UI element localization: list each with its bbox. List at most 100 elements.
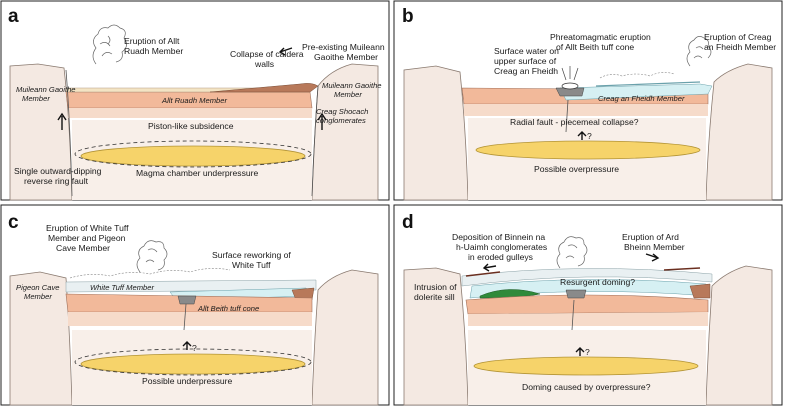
panel-d-gulley-left [465,271,501,277]
panel-c-pressure-arrow [182,341,192,350]
panel-a-allt-ruadh-label: Allt Ruadh Member [161,96,227,105]
panel-b-phreatomagmatic-jets [561,66,579,81]
panel-a-muileann-right: Muileann Gaoithe [322,81,382,90]
svg-text:reverse ring fault: reverse ring fault [24,176,89,186]
svg-text:of Allt Beith tuff cone: of Allt Beith tuff cone [556,42,634,52]
panel-d-sill-label: Intrusion of [414,282,457,292]
svg-text:Ruadh Member: Ruadh Member [124,46,183,56]
panel-d-pressure-label: Doming caused by overpressure? [522,382,651,392]
svg-text:Cave Member: Cave Member [56,243,110,253]
panel-d-wall-right [705,265,773,406]
panel-c-fault [183,303,187,331]
panel-b-radial-fault [565,99,569,133]
panel-a-collapse-wedge [209,83,319,93]
panel-d-deposition-arrow [482,263,497,272]
panel-d-eruption-label: Eruption of Ard [622,232,679,242]
svg-text:Gaoithe Member: Gaoithe Member [314,52,378,62]
panel-c-question-mark: ? [192,343,197,353]
panel-a-eruption-label: Eruption of Allt [124,36,180,46]
panel-d-plume [556,236,588,269]
panel-a-plume [92,24,127,65]
panel-d-deposition-label: Deposition of Binnein na [452,232,545,242]
panel-b-phreato-label: Phreatomagmatic eruption [550,32,651,42]
panel-b-pressure-label: Possible overpressure [534,164,619,174]
panel-c-chamber-outline [74,348,312,376]
panel-a-creag-shocach: Creag Shocach [316,107,368,116]
panel-d-tuff-cone [565,289,587,299]
panel-b-surface-water [595,81,701,87]
panel-d-wedge [689,283,711,299]
panel-d-allt-ruadh-layer [465,294,709,315]
panel-a-lower-layer [68,108,312,118]
panel-c-pressure-label: Possible underpressure [142,376,233,386]
panel-c-eruption-label: Eruption of White Tuff [46,223,129,233]
panel-a-chamber-label: Magma chamber underpressure [136,168,259,178]
panel-d: d Deposition of Binnein na h-Uaimh congl… [393,204,783,406]
panel-b-pressure-arrow [577,131,587,140]
panel-c-white-tuff-label: White Tuff Member [90,283,154,292]
svg-text:Member: Member [24,292,52,301]
svg-text:Creag an Fheidh: Creag an Fheidh [494,66,558,76]
panel-c-wall-left [9,271,73,406]
panel-b-question-mark: ? [587,131,592,141]
panel-b-radial-label: Radial fault - piecemeal collapse? [510,117,639,127]
panel-a: a Eruption of Allt Ruadh Member Collapse… [0,0,390,201]
panel-c-letter: c [8,212,19,233]
panel-a-chamber-outline [74,140,312,168]
panel-d-eruption-arrow [645,253,660,262]
panel-a-subsidence-label: Piston-like subsidence [148,121,234,131]
panel-b-wall-right [705,63,773,201]
panel-d-question-mark: ? [585,347,590,357]
panel-d-wall-left [403,267,469,406]
panel-d-gulley-right [663,267,701,271]
svg-text:h-Uaimh conglomerates: h-Uaimh conglomerates [456,242,547,252]
panel-c-rework-label: Surface reworking of [212,250,291,260]
panel-b-tephra [599,72,675,79]
panel-a-ring-fault-right [311,85,319,197]
panel-d-doming-label: Resurgent doming? [560,277,635,287]
panel-a-muileann-left: Muileann Gaoithe [16,85,76,94]
panel-a-magma-chamber [80,145,306,167]
svg-text:walls: walls [254,59,274,69]
svg-text:upper surface of: upper surface of [494,56,557,66]
panel-b-magma-chamber [475,140,701,160]
panel-b: b Phreatomagmatic eruption of Allt Beith… [393,0,783,201]
panel-b-water-label: Surface water on [494,46,559,56]
panel-c-pigeon-label: Pigeon Cave [16,283,59,292]
panel-c-wall-right [311,269,379,406]
svg-text:Member: Member [22,94,50,103]
panel-c-tuff-cone [177,295,197,305]
panel-d-pressure-arrow [575,347,585,356]
panel-c-white-tuff-layer [65,279,317,293]
panel-c-lower-layer [68,312,312,326]
panel-d-lower-layer [468,312,708,326]
svg-text:Member: Member [334,90,362,99]
panel-c-magma-chamber [80,353,306,375]
panel-b-creag-label: Creag an Fheidh Member [598,94,685,103]
svg-text:White Tuff: White Tuff [232,260,271,270]
panel-b-eruption-label: Eruption of Creag [704,32,772,42]
svg-text:conglomerates: conglomerates [316,116,366,125]
panel-d-letter: d [402,212,414,233]
svg-text:Member and Pigeon: Member and Pigeon [48,233,126,243]
panel-c-tephra [69,268,231,279]
panel-a-ring-fault-left [65,69,73,197]
panel-d-fault [571,299,575,331]
panel-a-preexisting-label: Pre-existing Muileann [302,42,385,52]
svg-text:in eroded gulleys: in eroded gulleys [468,252,533,262]
svg-text:dolerite sill: dolerite sill [414,292,455,302]
panel-c: c Eruption of White Tuff Member and Pige… [0,204,390,406]
panel-b-vent [561,82,579,90]
panel-b-wall-left [403,65,469,201]
panel-c-plume [136,240,168,273]
panel-a-fault-arrow-right [317,112,327,130]
panel-c-allt-beith-label: Allt Beith tuff cone [197,304,259,313]
panel-a-collapse-label: Collapse of caldera [230,49,304,59]
panel-d-upper-tuff [461,268,713,287]
svg-text:an Fheidh Member: an Fheidh Member [704,42,776,52]
panel-b-creag-an-fheidh-layer [559,83,713,101]
panel-b-plume [686,36,712,67]
panel-a-collapse-arrow [278,47,293,56]
panel-a-letter: a [8,6,19,27]
panel-a-ring-fault-label: Single outward-dipping [14,166,102,176]
